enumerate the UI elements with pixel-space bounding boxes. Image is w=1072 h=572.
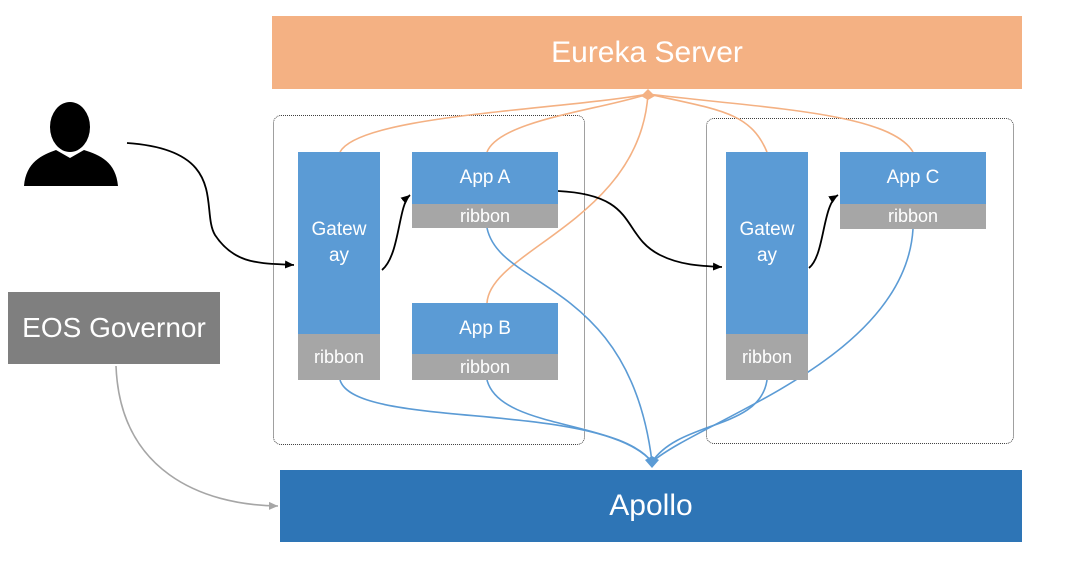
eureka-link-gateway-1 <box>339 93 649 153</box>
eureka-arrowhead <box>641 89 655 100</box>
flow-gateway-1-to-app-a <box>381 194 411 271</box>
app-a-ribbon: ribbon <box>412 204 558 228</box>
eureka-link-gateway-2 <box>647 93 768 153</box>
gateway-2-ribbon: ribbon <box>726 334 808 380</box>
gateway-1-label-line1: Gatew <box>311 219 367 240</box>
gateway-1-label-line2: ay <box>328 245 350 266</box>
gateway-2-label-line1: Gatew <box>739 219 795 240</box>
apollo-arrowhead <box>645 456 659 468</box>
eos-governor-label: EOS Governor <box>22 312 206 343</box>
eureka-server-box: Eureka Server <box>272 16 1022 89</box>
app-c-ribbon: ribbon <box>840 204 986 229</box>
eureka-link-app-a <box>486 93 649 153</box>
app-c-label: App C <box>886 167 940 188</box>
gateway-2-label-line2: ay <box>756 245 778 266</box>
cluster-frame-left <box>273 115 585 445</box>
app-b-label: App B <box>459 317 511 339</box>
eureka-server-label: Eureka Server <box>551 35 743 69</box>
eureka-link-app-b <box>486 93 649 304</box>
apollo-label: Apollo <box>609 489 693 522</box>
app-b-ribbon: ribbon <box>412 354 558 380</box>
flow-user-to-gateway-1 <box>126 142 295 269</box>
flow-eos-governor-to-apollo <box>115 365 279 510</box>
gateway-2-ribbon-label: ribbon <box>741 346 793 367</box>
flow-app-a-to-gateway-2 <box>557 190 723 271</box>
app-b-ribbon-label: ribbon <box>459 356 511 377</box>
app-c-ribbon-label: ribbon <box>887 206 939 226</box>
cluster-frame-right <box>706 118 1014 444</box>
eos-governor-box: EOS Governor <box>8 292 220 364</box>
flow-gateway-2-to-app-c <box>808 194 839 269</box>
apollo-link-app-b <box>486 379 653 463</box>
user-icon <box>24 102 118 186</box>
gateway-2-box: Gatew ay <box>726 152 808 334</box>
apollo-link-gateway-1 <box>339 379 653 463</box>
gateway-1-ribbon: ribbon <box>298 334 380 380</box>
eureka-link-app-c <box>647 93 914 153</box>
apollo-box: Apollo <box>280 470 1022 542</box>
app-c-box: App C <box>840 152 986 204</box>
gateway-1-box: Gatew ay <box>298 152 380 334</box>
app-a-label: App A <box>459 167 511 188</box>
app-b-box: App B <box>412 303 558 354</box>
apollo-link-app-a <box>486 227 653 463</box>
app-a-ribbon-label: ribbon <box>459 205 511 226</box>
gateway-1-ribbon-label: ribbon <box>313 346 365 367</box>
app-a-box: App A <box>412 152 558 204</box>
